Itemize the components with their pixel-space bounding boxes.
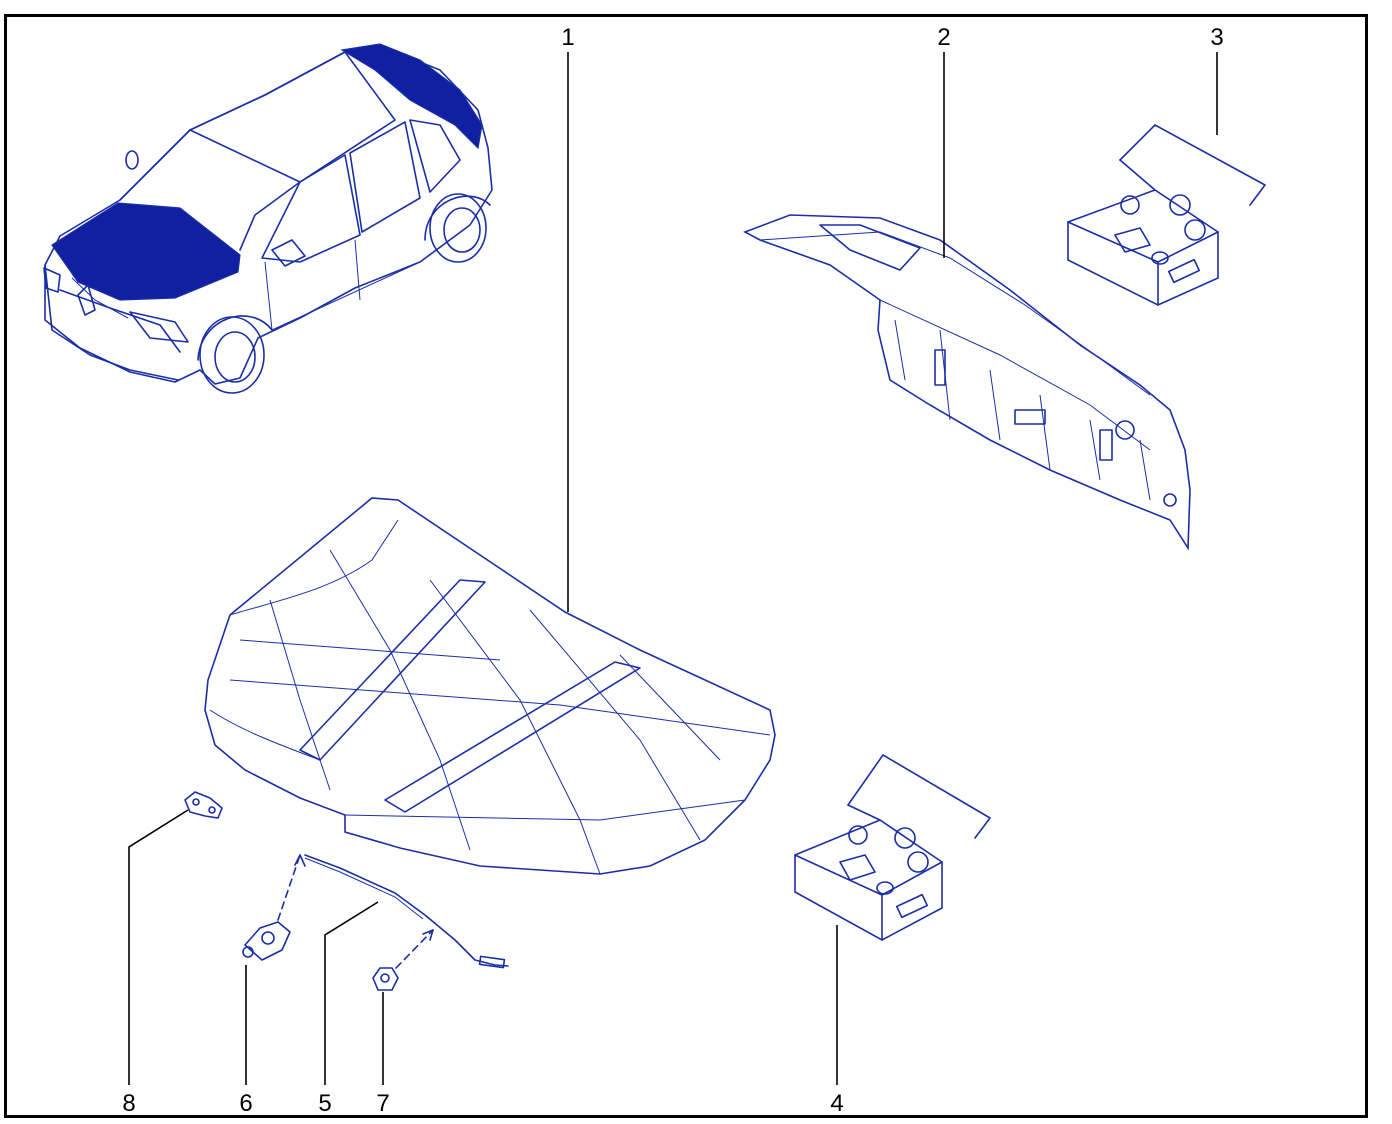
- hood-highlight: [51, 202, 241, 301]
- leader-5: [324, 901, 379, 1085]
- part-6-latch: [242, 854, 306, 961]
- diagram-frame: [4, 14, 1368, 1118]
- part-5-release-cable: [304, 854, 509, 969]
- vehicle-overview-illustration: [43, 43, 493, 394]
- callout-6: 6: [239, 1090, 252, 1117]
- leader-8: [128, 809, 189, 1085]
- part-2-tailgate: [743, 214, 1191, 551]
- part-7-cable-clip: [372, 929, 434, 991]
- tailgate-highlight: [340, 43, 483, 150]
- part-1-hood-panel: [204, 497, 776, 875]
- part-8-striker-bracket: [184, 791, 223, 819]
- part-3-fastener-kit: [1067, 124, 1266, 306]
- callout-labels: 1 2 3 4 5 6 7 8: [122, 24, 1223, 1117]
- callout-7: 7: [376, 1090, 389, 1117]
- callout-8: 8: [122, 1090, 135, 1117]
- callout-5: 5: [318, 1090, 331, 1117]
- callout-3: 3: [1210, 24, 1223, 51]
- part-4-fastener-kit: [794, 754, 991, 941]
- callout-4: 4: [830, 1090, 843, 1117]
- callout-1: 1: [561, 24, 574, 51]
- leader-lines: [128, 52, 1218, 1085]
- callout-2: 2: [937, 24, 950, 51]
